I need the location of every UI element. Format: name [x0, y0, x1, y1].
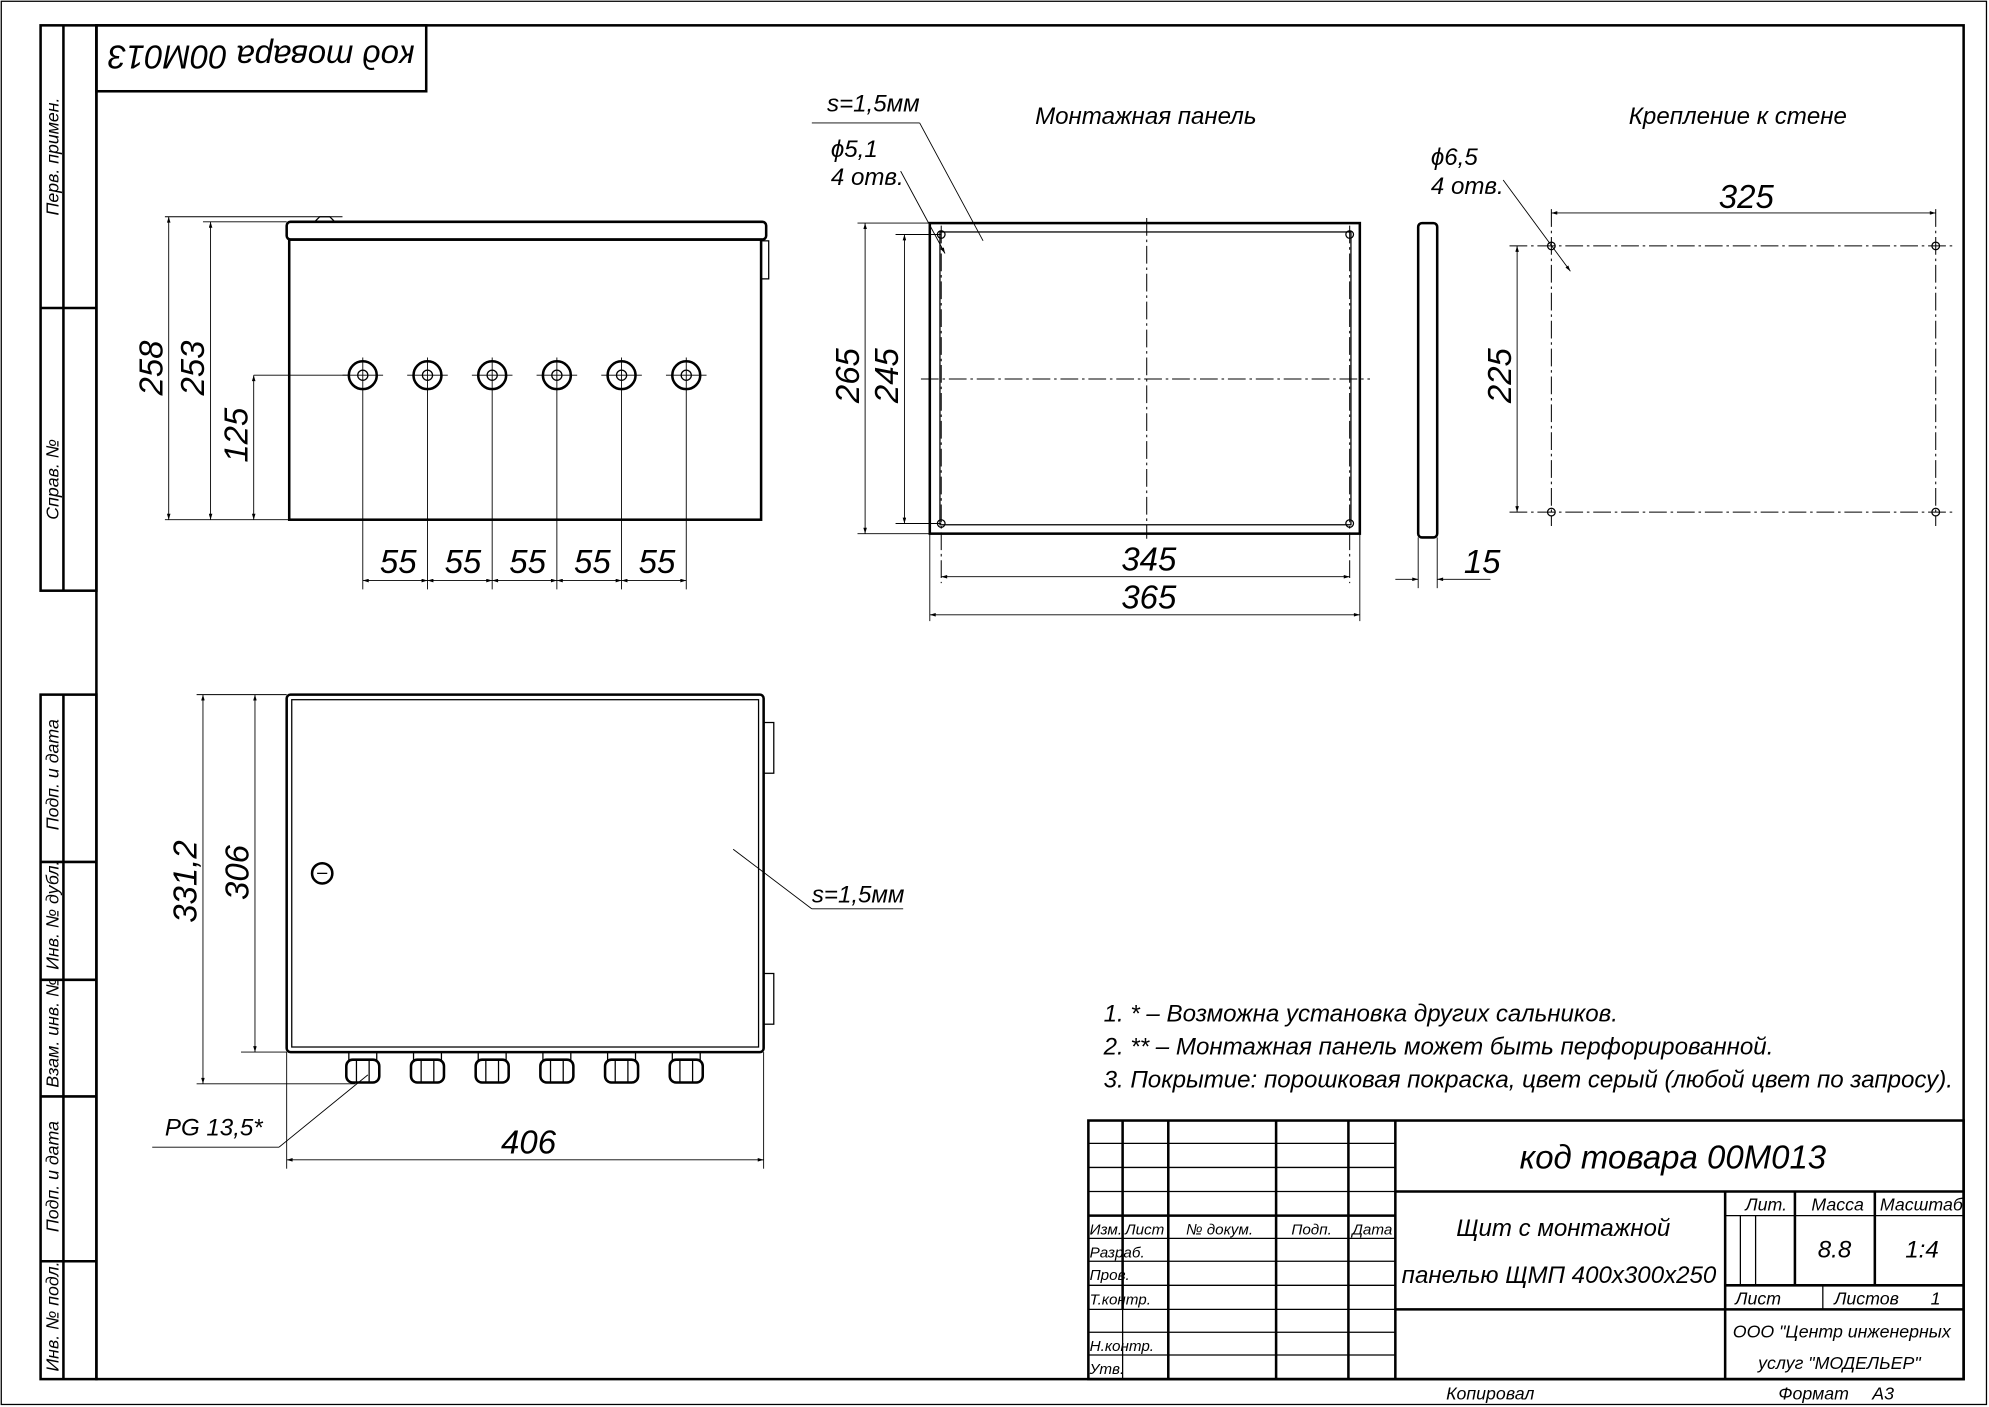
panel-thickness: s=1,5мм	[827, 91, 920, 118]
role-utv: Утв.	[1089, 1361, 1125, 1378]
wall-hole	[1546, 507, 1556, 517]
hdr-date: Дата	[1350, 1222, 1392, 1239]
cable-gland-side	[603, 1051, 640, 1084]
cable-gland-side	[474, 1051, 510, 1084]
sheet-label: Лист	[1734, 1288, 1781, 1308]
hdr-doc: № докум.	[1186, 1222, 1253, 1239]
strip-label: Справ. №	[42, 439, 62, 520]
hinge	[762, 972, 775, 1025]
hinge	[762, 721, 775, 774]
corner-stamp: код товара 00М013	[95, 24, 428, 93]
side-strip: Перв. примен. Справ. № Подп. и дата Инв.…	[39, 24, 98, 1381]
wall-hole	[1931, 241, 1941, 251]
front-view: 258 253 125 55 55 55 55 55	[132, 216, 770, 590]
role-prov: Пров.	[1090, 1267, 1130, 1284]
panel-hole	[1345, 230, 1355, 239]
wall-hole	[1546, 241, 1556, 251]
role-tkontr: Т.контр.	[1090, 1291, 1151, 1308]
note: 1. * – Возможна установка других сальник…	[1104, 1001, 1618, 1028]
dim-325: 325	[1719, 178, 1775, 215]
strip-label: Инв. № дубл.	[42, 861, 62, 970]
spacing-dim-label: 55	[574, 543, 611, 580]
role-nkontr: Н.контр.	[1090, 1338, 1154, 1355]
dim-406: 406	[501, 1123, 557, 1160]
dim-245: 245	[868, 347, 905, 404]
dim-331-2: 331,2	[167, 840, 204, 922]
mass-value: 8.8	[1818, 1236, 1852, 1263]
door-thickness: s=1,5мм	[812, 882, 905, 909]
sheets-label: Листов	[1833, 1288, 1899, 1308]
dim-253: 253	[174, 340, 211, 397]
panel-side-view	[1416, 221, 1439, 539]
strip-label: Перв. примен.	[42, 98, 62, 216]
lock-icon	[310, 861, 334, 885]
format-value: А3	[1871, 1383, 1894, 1403]
strip-label: Инв. № подл.	[42, 1261, 62, 1371]
panel-hole	[1345, 519, 1355, 528]
title-name-2: панелью ЩМП 400х300х250	[1402, 1262, 1717, 1289]
dim-15: 15	[1464, 543, 1501, 580]
panel-hole-dia: ϕ5,1	[831, 136, 878, 163]
mass-label: Масса	[1811, 1195, 1864, 1215]
dim-225: 225	[1481, 347, 1518, 404]
gland-label: PG 13,5*	[165, 1115, 264, 1142]
hdr-izm: Изм.	[1090, 1222, 1122, 1239]
dim-258: 258	[132, 340, 169, 397]
format-label: Формат	[1778, 1383, 1849, 1403]
spacing-dim-label: 55	[509, 543, 546, 580]
cable-gland-side	[409, 1051, 446, 1084]
wall-mount-view: Крепление к стене ϕ6,5 4 отв. 325 225	[1431, 103, 1954, 527]
hdr-list: Лист	[1124, 1222, 1164, 1239]
title-code: код товара 00М013	[1520, 1139, 1827, 1176]
wall-hole	[1931, 507, 1941, 517]
org-line-2: услуг "МОДЕЛЬЕР"	[1757, 1353, 1921, 1373]
spacing-dim-label: 55	[639, 543, 676, 580]
spacing-dim-label: 55	[380, 543, 417, 580]
strip-label: Подп. и дата	[42, 1121, 62, 1232]
cable-gland-side	[345, 1051, 381, 1084]
notes: 1. * – Возможна установка других сальник…	[1103, 1001, 1953, 1094]
wall-hole-count: 4 отв.	[1431, 173, 1504, 200]
org-line-1: ООО "Центр инженерных	[1733, 1321, 1952, 1341]
copied-label: Копировал	[1446, 1383, 1534, 1403]
scale-label: Масштаб	[1880, 1195, 1964, 1215]
dim-365: 365	[1121, 578, 1177, 615]
title-name-1: Щит с монтажной	[1456, 1215, 1670, 1242]
scale-value: 1:4	[1905, 1236, 1938, 1263]
hdr-sign: Подп.	[1291, 1222, 1331, 1239]
dim-125: 125	[217, 407, 254, 463]
spacing-dim-label: 55	[445, 543, 482, 580]
panel-hole-count: 4 отв.	[831, 164, 904, 191]
mounting-panel-title: Монтажная панель	[1035, 103, 1256, 130]
role-razrab: Разраб.	[1090, 1244, 1145, 1261]
door-view: s=1,5мм PG 13,5* 331,2 306 406	[152, 693, 905, 1169]
dim-265: 265	[829, 347, 866, 404]
mounting-panel-view: Монтажная панель s=1,5мм ϕ5,1 4 отв. 265…	[811, 91, 1501, 622]
corner-stamp-text: код товара 00М013	[107, 39, 414, 76]
note: 2. ** – Монтажная панель может быть перф…	[1103, 1034, 1774, 1061]
dim-345: 345	[1121, 540, 1177, 577]
sheets-value: 1	[1931, 1288, 1941, 1308]
wall-hole-dia: ϕ6,5	[1431, 144, 1478, 171]
wall-mount-title: Крепление к стене	[1629, 103, 1847, 130]
lit-label: Лит.	[1744, 1195, 1787, 1215]
title-block: код товара 00М013 Щит с монтажной панель…	[1087, 1119, 1965, 1403]
cable-gland-side	[668, 1051, 705, 1084]
dim-306: 306	[219, 844, 256, 900]
strip-label: Подп. и дата	[42, 719, 62, 830]
strip-label: Взам. инв. №	[42, 978, 62, 1088]
note: 3. Покрытие: порошковая покраска, цвет с…	[1104, 1067, 1953, 1094]
cable-gland-side	[539, 1051, 575, 1084]
